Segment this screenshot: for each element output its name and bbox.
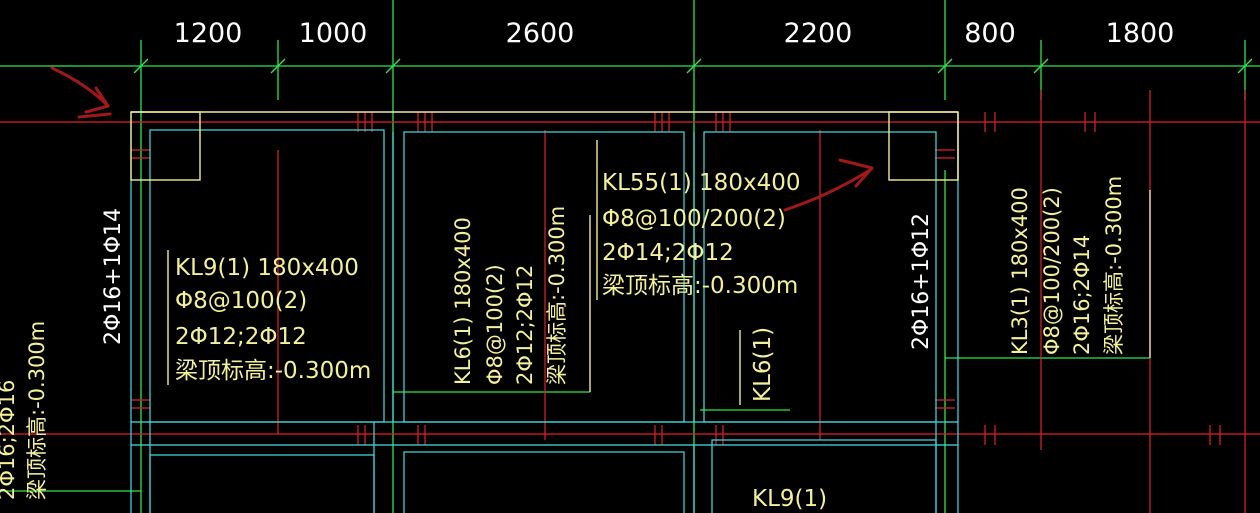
vertical-left-bars: 2Φ16+1Φ14	[101, 208, 126, 345]
dimension-1000: 1000	[299, 18, 368, 49]
label-kl55: KL55(1) 180x400 Φ8@100/200(2) 2Φ14;2Φ12 …	[602, 170, 800, 299]
kl6-stirrup: Φ8@100(2)	[483, 264, 507, 385]
dimension-2200: 2200	[784, 18, 853, 49]
label-kl9-bottom: KL9(1)	[752, 486, 827, 512]
label-kl6-left: KL6(1) 180x400 Φ8@100(2) 2Φ12;2Φ12 梁顶标高:…	[451, 206, 569, 385]
kl9-stirrup: Φ8@100(2)	[175, 288, 307, 314]
kl9-name: KL9(1) 180x400	[175, 255, 359, 281]
vertical-right-bars: 2Φ16+1Φ12	[909, 213, 934, 350]
dimension-2600: 2600	[506, 18, 575, 49]
dimension-1800: 1800	[1106, 18, 1175, 49]
markup-arrows	[50, 66, 874, 212]
arrow-left	[50, 66, 110, 108]
label-far-left: 2Φ16;2Φ16 梁顶标高:-0.300m	[0, 321, 49, 500]
kl9-elevation: 梁顶标高:-0.300m	[175, 358, 371, 384]
label-kl9-top: KL9(1) 180x400 Φ8@100(2) 2Φ12;2Φ12 梁顶标高:…	[175, 255, 371, 384]
kl6-small-name: KL6(1)	[750, 327, 776, 402]
kl9-bars: 2Φ12;2Φ12	[175, 324, 307, 350]
column-left	[130, 111, 201, 181]
kl55-bars: 2Φ14;2Φ12	[602, 240, 734, 266]
dimension-1200: 1200	[174, 18, 243, 49]
columns	[130, 111, 1151, 405]
kl6-bars: 2Φ12;2Φ12	[513, 265, 537, 385]
kl3-bars: 2Φ16;2Φ14	[1070, 235, 1094, 355]
kl55-stirrup: Φ8@100/200(2)	[602, 206, 786, 232]
kl3-elevation: 梁顶标高:-0.300m	[1102, 176, 1126, 355]
label-vertical-right: 2Φ16+1Φ12	[909, 213, 934, 350]
far-left-elevation: 梁顶标高:-0.300m	[25, 321, 49, 500]
kl3-name: KL3(1) 180x400	[1008, 187, 1032, 355]
label-kl6-small: KL6(1)	[750, 327, 776, 402]
label-vertical-left: 2Φ16+1Φ14	[101, 208, 126, 345]
far-left-bars: 2Φ16;2Φ16	[0, 380, 19, 500]
kl55-elevation: 梁顶标高:-0.300m	[602, 273, 798, 299]
kl55-name: KL55(1) 180x400	[602, 170, 800, 196]
kl3-stirrup: Φ8@100/200(2)	[1040, 187, 1064, 355]
dimension-800: 800	[964, 18, 1016, 49]
label-kl3: KL3(1) 180x400 Φ8@100/200(2) 2Φ16;2Φ14 梁…	[1008, 176, 1126, 355]
kl6-name: KL6(1) 180x400	[451, 217, 475, 385]
arrow-right-head	[838, 158, 874, 188]
dimension-texts: 1200 1000 2600 2200 800 1800	[174, 18, 1175, 49]
kl6-elevation: 梁顶标高:-0.300m	[545, 206, 569, 385]
arrow-right	[783, 168, 872, 212]
arrow-left-head	[84, 86, 110, 114]
